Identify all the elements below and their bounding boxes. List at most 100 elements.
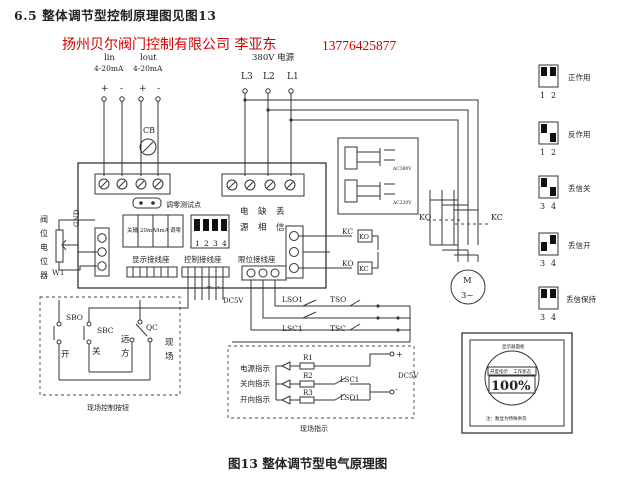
dip-num-1: 1 (195, 239, 200, 248)
lin-label: lin (104, 53, 115, 63)
ind-plus: + (396, 350, 403, 359)
mode-loss-close-n1: 3 (540, 202, 545, 211)
btn-remote-1: 远 (121, 335, 130, 345)
ind-row-open: 开向指示 (240, 394, 270, 404)
mode-loss-close-label: 丢信关 (568, 183, 591, 193)
cb-label: CB (143, 126, 155, 135)
panel-note: 注：数显为特殊供货 (486, 415, 527, 422)
mode-normal: 1 2 正作用 (538, 64, 591, 100)
indicator-box: 电源指示 关向指示 开向指示 R1 R2 R3 LSC1 LSO1 DC5V +… (227, 345, 419, 433)
btn-close: 关 (92, 346, 101, 357)
display-terminal: 显示接线座 (126, 254, 178, 278)
power-wires (242, 88, 479, 218)
kc-label-board: KC (342, 227, 353, 236)
lout-range: 4-20mA (133, 64, 163, 73)
potentiometer: 阀 位 电 位 器 W1 (40, 215, 97, 280)
mode-loss-hold-n2: 4 (551, 313, 556, 322)
mode-normal-label: 正作用 (568, 72, 591, 82)
ko-label: KO (419, 213, 432, 222)
ind-dc5v: DC5V (398, 372, 419, 380)
ko-coil: KO (359, 233, 369, 241)
mode-loss-open-n1: 3 (540, 259, 545, 268)
btn-sbo: SBO (66, 313, 83, 322)
input-terminal-block (94, 173, 171, 195)
lin-minus: - (120, 84, 123, 94)
lout-label: lout (140, 53, 157, 63)
mini-label-4: 调零 (170, 226, 182, 234)
status-phase-2: 相 (258, 222, 267, 233)
ind-r1: R1 (303, 354, 313, 362)
phone-number: 13776425877 (322, 38, 397, 53)
display-terminal-label: 显示接线座 (132, 254, 170, 264)
kc-coil: KC (359, 265, 369, 273)
ctrl-plus: + (206, 283, 212, 291)
lsc1-label: LSC1 (282, 324, 303, 333)
mode-loss-open-n2: 4 (551, 259, 556, 268)
pot-char-5: 器 (40, 271, 48, 280)
field-buttons-box: SBO SBC QC 开 关 远 方 现 场 现场控制按钮 (39, 288, 189, 412)
display-panel: 显示器面板 开度指示 工作状态 100% 注：数显为特殊供货 (461, 332, 573, 434)
mode-loss-close: 3 4 丢信关 (538, 175, 591, 211)
mini-switch-area: 关输 20mA 4mA 调零 1 2 3 4 (122, 214, 230, 249)
mini-label-3: 4mA (156, 228, 170, 234)
status-signal-1: 丢 (276, 206, 285, 217)
pot-char-3: 电 (40, 242, 48, 252)
ind-row-close: 关向指示 (240, 378, 270, 388)
cb-meter: CB (139, 126, 157, 156)
heading: 6.5 整体调节型控制原理图见图13 (14, 8, 217, 23)
lout-minus: - (157, 84, 160, 94)
ctrl-dc5v: DC5V (223, 297, 244, 305)
panel-value: 100% (491, 379, 531, 394)
status-labels: 电 缺 丢 源 相 信 (240, 206, 285, 233)
relay-diagram: AC380V AC220V (337, 137, 419, 215)
btn-local-2: 场 (165, 352, 174, 362)
ind-lso1: LSO1 (340, 394, 360, 402)
ind-r2: R2 (303, 372, 313, 380)
btn-sbc: SBC (97, 326, 114, 335)
input-wires (101, 96, 161, 176)
phase-l2: L2 (263, 72, 275, 82)
ind-box-title: 现场指示 (300, 424, 328, 433)
pot-char-4: 位 (40, 256, 48, 266)
contactor-ko: KO (419, 190, 478, 245)
ind-r3: R3 (303, 389, 313, 397)
panel-top-tag: 显示器面板 (502, 343, 525, 350)
figure-caption: 图13 整体调节型电气原理图 (228, 456, 388, 471)
ind-minus: - (395, 385, 398, 394)
lout-plus: + (139, 84, 147, 94)
zero-test-label: 调零测试点 (166, 200, 201, 209)
lin-plus: + (101, 84, 109, 94)
zero-test-point: 调零测试点 (132, 197, 201, 209)
tso-label: TSO (330, 295, 346, 304)
contactor-kc: KC (430, 213, 503, 262)
control-terminal-label: 控制接线座 (184, 254, 222, 264)
relay-tag-380: AC380V (392, 166, 412, 172)
mode-loss-hold: 3 4 丢信保持 (538, 286, 596, 322)
mode-reverse-n2: 2 (551, 148, 556, 157)
dip-num-3: 3 (213, 239, 218, 248)
lso1-label: LSO1 (282, 295, 303, 304)
mode-normal-n1: 1 (540, 91, 545, 100)
limit-terminal-label: 限位接线座 (238, 254, 276, 264)
mode-reverse-label: 反作用 (568, 129, 591, 139)
panel-left-tag: 开度指示 (490, 368, 508, 375)
btn-qc: QC (146, 323, 158, 332)
mode-reverse: 1 2 反作用 (538, 121, 591, 157)
kc-label: KC (491, 213, 503, 222)
mini-label-1: 关输 (127, 226, 139, 234)
motor-letter: M (463, 276, 472, 286)
motor-type: 3~ (461, 291, 474, 301)
field-buttons-title: 现场控制按钮 (87, 403, 129, 412)
tsc-label: TSC (330, 324, 346, 333)
phase-l1: L1 (287, 72, 299, 82)
status-power-1: 电 (240, 206, 249, 217)
ko-label-board: KO (342, 259, 354, 268)
mode-loss-hold-n1: 3 (540, 313, 545, 322)
mode-loss-close-n2: 4 (551, 202, 556, 211)
limit-terminal: 限位接线座 (238, 254, 410, 331)
w1-label: W1 (52, 268, 64, 277)
kc-ko-terminal: KC KO KO KC (285, 225, 379, 279)
mode-normal-n2: 2 (551, 91, 556, 100)
control-terminal: 控制接线座 + - DC5V (181, 254, 244, 305)
